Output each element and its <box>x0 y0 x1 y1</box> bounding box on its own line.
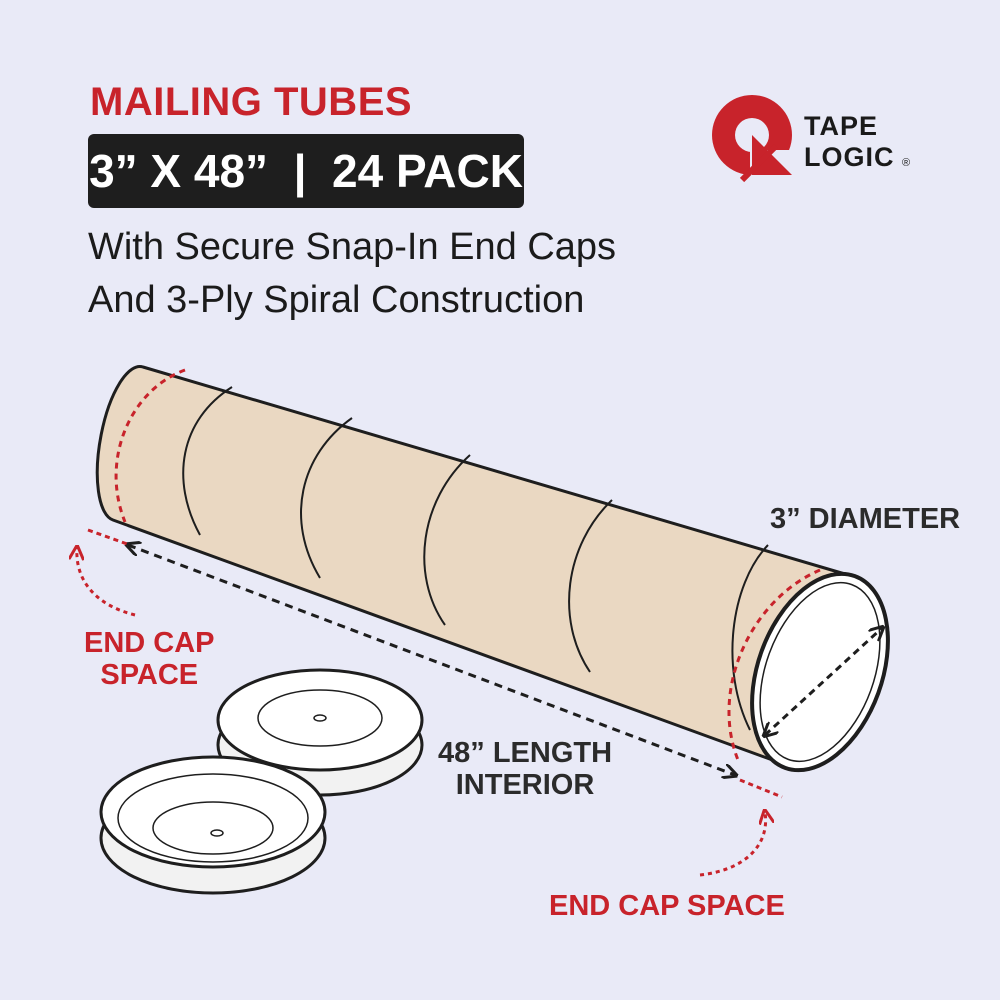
size-pack-banner: 3” X 48” | 24 PACK <box>88 134 524 208</box>
dimension-arrow-icon <box>77 528 882 877</box>
brand-word-tape: TAPE <box>804 111 879 141</box>
tape-logic-logo-icon <box>712 95 792 183</box>
length-callout: 48” LENGTH INTERIOR <box>438 737 612 802</box>
end-cap-icon <box>99 668 424 895</box>
length-callout-line-2: INTERIOR <box>455 769 595 802</box>
length-callout-line-1: 48” LENGTH <box>438 737 613 769</box>
subheadline-line-2: And 3-Ply Spiral Construction <box>88 279 585 321</box>
end-cap-space-left-callout: END CAP SPACE <box>84 627 215 692</box>
subheadline-line-1: With Secure Snap-In End Caps <box>88 226 617 268</box>
end-cap-space-left-line-1: END CAP <box>84 627 215 659</box>
end-cap-space-left-line-2: SPACE <box>100 659 199 692</box>
diameter-callout: 3” DIAMETER <box>770 503 961 535</box>
headline: MAILING TUBES <box>90 80 413 124</box>
registered-mark: ® <box>902 157 911 169</box>
end-cap-space-right-callout: END CAP SPACE <box>549 890 785 922</box>
size-pack-text: 3” X 48” | 24 PACK <box>89 145 523 197</box>
brand-word-logic: LOGIC <box>804 142 895 172</box>
